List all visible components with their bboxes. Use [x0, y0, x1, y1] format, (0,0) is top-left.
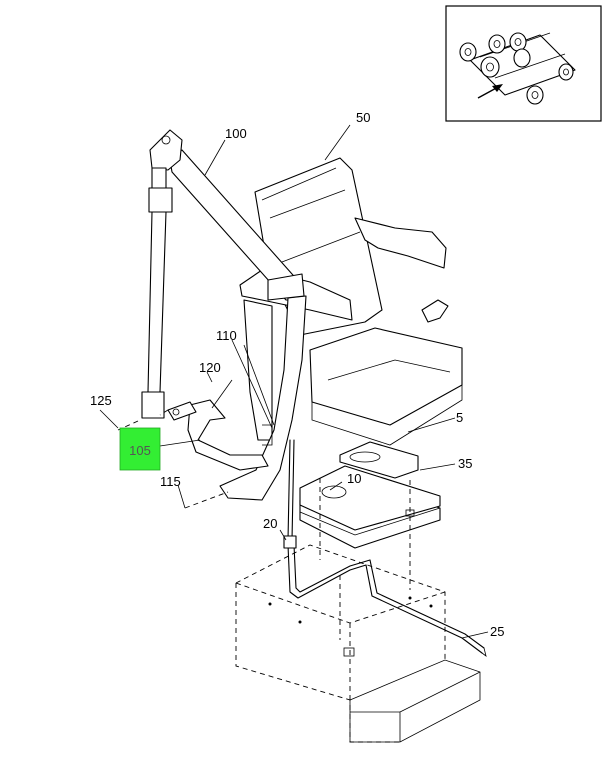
air-line-tube	[287, 544, 487, 657]
highlight-box[interactable]	[119, 427, 161, 471]
callout-100: 100	[225, 126, 247, 141]
callout-25: 25	[490, 624, 504, 639]
callout-labels: 100 50 110 120 125 5 10 35 115 20 25	[90, 110, 504, 639]
lap-belt-buckle	[117, 344, 275, 471]
seat-riser-box	[235, 544, 481, 743]
highlight-label: 105	[129, 443, 151, 458]
callout-110: 110	[216, 328, 237, 343]
callout-125: 125	[90, 393, 112, 408]
shoulder-belt-assembly	[169, 149, 307, 549]
callout-35: 35	[458, 456, 472, 471]
callout-115: 115	[160, 474, 181, 489]
callout-20: 20	[263, 516, 277, 531]
locator-inset	[445, 5, 602, 122]
callout-50: 50	[356, 110, 370, 125]
seat-assembly	[239, 157, 463, 446]
callout-120: 120	[199, 360, 221, 375]
leader-lines	[99, 124, 489, 639]
highlight-105[interactable]: 105	[119, 427, 161, 471]
callout-10: 10	[347, 471, 361, 486]
retractor-strap	[141, 129, 183, 419]
seat-base-plates	[299, 441, 441, 590]
truck-chassis-location-icon	[459, 32, 576, 105]
callout-5: 5	[456, 410, 463, 425]
